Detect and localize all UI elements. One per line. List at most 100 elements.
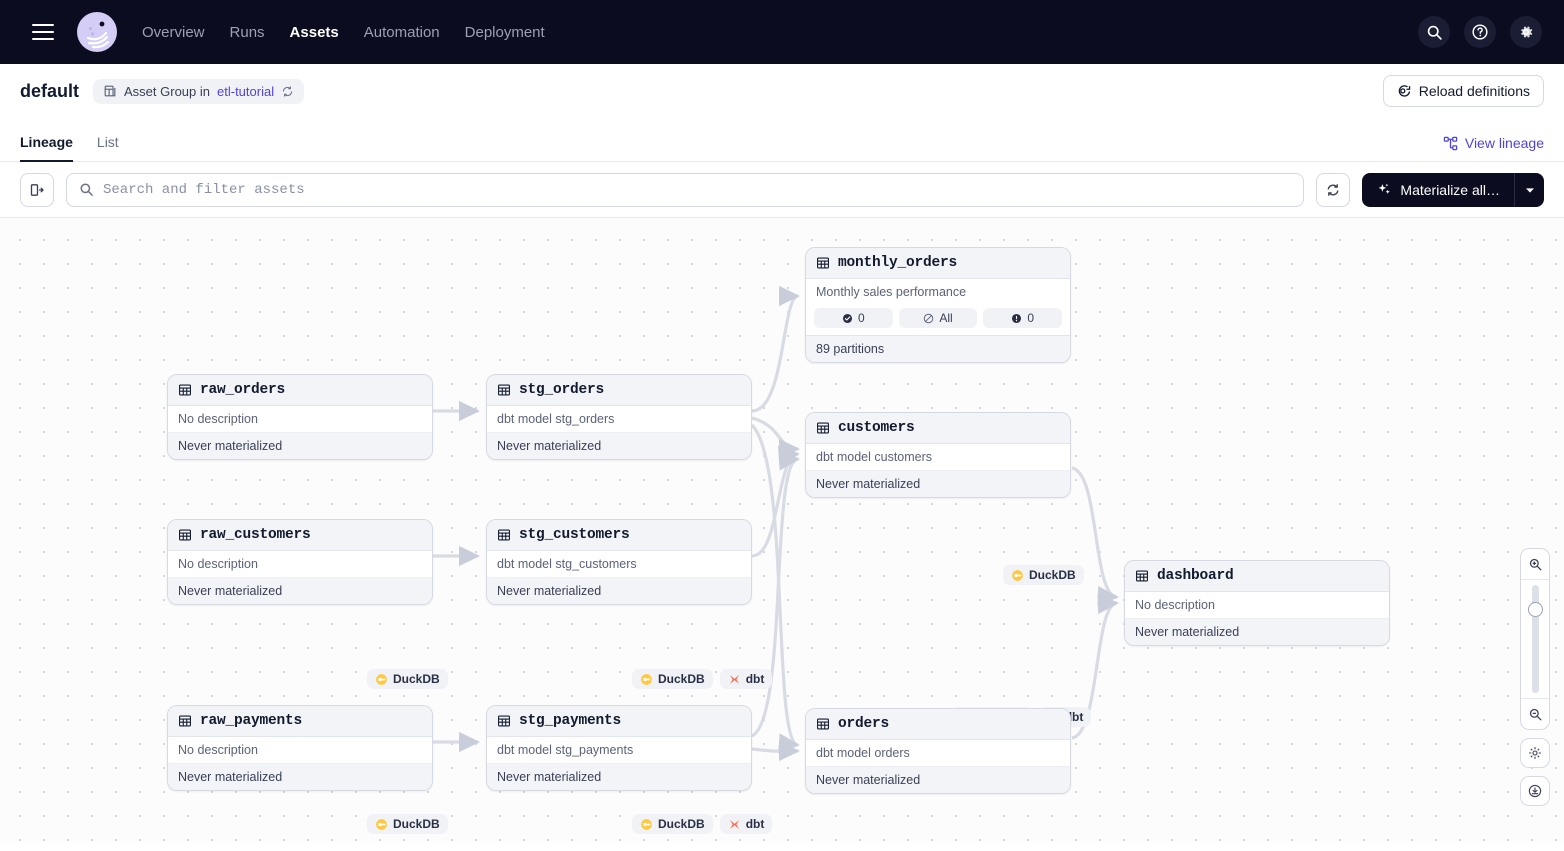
search-input[interactable] — [103, 181, 1292, 198]
refresh-graph-button[interactable] — [1316, 172, 1351, 207]
asset-node-status: Never materialized — [487, 578, 751, 604]
asset-node-stg_orders[interactable]: stg_orders dbt model stg_orders Never ma… — [486, 374, 752, 460]
asset-node-raw_payments[interactable]: raw_payments No description Never materi… — [167, 705, 433, 791]
asset-group-chip-link[interactable]: etl-tutorial — [217, 83, 275, 99]
asset-node-status: Never materialized — [1125, 619, 1389, 645]
slash-circle-icon — [924, 313, 934, 323]
zoom-slider-stack — [1520, 548, 1550, 730]
zoom-in-icon[interactable] — [1521, 549, 1549, 579]
table-icon — [1136, 570, 1148, 582]
asset-badges-stg_customers: DuckDB dbt — [632, 814, 773, 834]
asset-node-status: Never materialized — [168, 433, 432, 459]
table-icon — [179, 715, 191, 727]
search-icon[interactable] — [1418, 16, 1450, 48]
help-icon[interactable] — [1464, 16, 1496, 48]
badge-dbt[interactable]: dbt — [719, 814, 773, 834]
asset-node-title: customers — [838, 420, 915, 436]
dagster-logo[interactable] — [76, 11, 118, 53]
partition-chip-materialized[interactable]: 0 — [814, 308, 893, 328]
dbt-icon — [729, 819, 739, 829]
asset-node-description: Monthly sales performance — [806, 279, 1070, 305]
asset-node-raw_customers[interactable]: raw_customers No description Never mater… — [167, 519, 433, 605]
badge-duckdb[interactable]: DuckDB — [632, 669, 713, 689]
asset-group-chip[interactable]: Asset Group in etl-tutorial — [93, 78, 305, 104]
settings-gear-icon[interactable] — [1510, 16, 1542, 48]
asset-node-title: raw_orders — [200, 382, 286, 398]
partition-chip-missing[interactable]: All — [898, 308, 978, 328]
asset-node-dashboard[interactable]: dashboard No description Never materiali… — [1124, 560, 1390, 646]
nav-link-overview[interactable]: Overview — [142, 23, 205, 41]
badge-label: DuckDB — [1029, 568, 1076, 582]
badge-label: DuckDB — [393, 672, 440, 686]
asset-group-chip-prefix: Asset Group in — [124, 83, 211, 99]
hamburger-menu-icon[interactable] — [32, 24, 54, 40]
graph-settings-icon[interactable] — [1520, 738, 1550, 768]
asset-node-header: monthly_orders — [806, 248, 1070, 279]
page-title: default — [20, 80, 80, 101]
asset-node-description: dbt model stg_orders — [487, 406, 751, 433]
zoom-out-icon[interactable] — [1521, 699, 1549, 729]
asset-node-description: dbt model customers — [806, 444, 1070, 471]
edge-stg_payments-customers — [751, 450, 800, 738]
tab-list[interactable]: List — [96, 134, 119, 150]
table-icon — [179, 529, 191, 541]
asset-node-raw_orders[interactable]: raw_orders No description Never material… — [167, 374, 433, 460]
badge-label: DuckDB — [658, 817, 705, 831]
asset-node-partitions: 89 partitions — [806, 335, 1070, 362]
partition-chip-failed[interactable]: 0 — [983, 308, 1063, 328]
reload-definitions-button[interactable]: Reload definitions — [1382, 75, 1544, 107]
asset-node-customers[interactable]: customers dbt model customers Never mate… — [805, 412, 1071, 498]
badge-label: dbt — [745, 672, 765, 686]
chevron-down-icon[interactable] — [1514, 172, 1544, 207]
zoom-controls — [1520, 548, 1550, 806]
asset-node-description: No description — [168, 737, 432, 764]
edge-orders-dashboard — [1071, 593, 1119, 740]
dbt-icon — [729, 674, 739, 684]
nav-link-deployment[interactable]: Deployment — [464, 23, 545, 41]
badge-duckdb[interactable]: DuckDB — [1003, 565, 1084, 585]
nav-link-assets[interactable]: Assets — [289, 23, 339, 41]
badge-dbt[interactable]: dbt — [719, 669, 773, 689]
edge-stg_orders-orders — [750, 423, 800, 754]
badge-duckdb[interactable]: DuckDB — [367, 669, 448, 689]
tabs-bar: Lineage List View lineage — [0, 118, 1564, 162]
asset-node-title: orders — [838, 716, 890, 732]
reload-definitions-label: Reload definitions — [1418, 83, 1530, 99]
edge-stg_payments-orders — [751, 740, 800, 762]
asset-node-orders[interactable]: orders dbt model orders Never materializ… — [805, 708, 1071, 794]
table-icon — [817, 718, 829, 730]
asset-node-stg_payments[interactable]: stg_payments dbt model stg_payments Neve… — [486, 705, 752, 791]
duckdb-icon — [641, 818, 652, 830]
asset-badges-stg_orders: DuckDB dbt — [632, 669, 773, 689]
sparkle-icon — [1379, 183, 1391, 194]
asset-node-description: No description — [1125, 592, 1389, 619]
asset-node-description: No description — [168, 406, 432, 433]
search-filter-box[interactable] — [66, 172, 1305, 207]
badge-duckdb[interactable]: DuckDB — [632, 814, 713, 834]
zoom-slider-knob[interactable] — [1527, 602, 1543, 617]
lineage-graph-canvas[interactable]: raw_orders No description Never material… — [0, 218, 1564, 841]
nav-link-runs[interactable]: Runs — [229, 23, 265, 41]
asset-node-header: raw_orders — [168, 375, 432, 406]
panel-toggle-icon[interactable] — [20, 172, 54, 207]
badge-duckdb[interactable]: DuckDB — [367, 814, 448, 834]
edge-stg_orders-monthly_orders — [751, 285, 800, 413]
check-circle-icon — [842, 313, 853, 323]
zoom-slider[interactable] — [1521, 579, 1549, 699]
asset-badges-raw_customers: DuckDB — [367, 814, 448, 834]
center-focus-icon[interactable] — [1520, 776, 1550, 806]
materialize-all-button[interactable]: Materialize all… — [1362, 172, 1544, 207]
table-icon — [498, 715, 510, 727]
asset-node-stg_customers[interactable]: stg_customers dbt model stg_customers Ne… — [486, 519, 752, 605]
asset-node-monthly_orders[interactable]: monthly_orders Monthly sales performance… — [805, 247, 1071, 363]
tab-lineage[interactable]: Lineage — [20, 134, 73, 162]
view-lineage-button[interactable]: View lineage — [1443, 135, 1544, 151]
refresh-icon[interactable] — [281, 85, 294, 98]
view-lineage-label: View lineage — [1464, 135, 1544, 151]
asset-node-header: raw_payments — [168, 706, 432, 737]
nav-link-automation[interactable]: Automation — [363, 23, 440, 41]
badge-label: dbt — [745, 817, 765, 831]
table-icon — [179, 384, 191, 396]
partition-chip-label: 0 — [1027, 311, 1035, 325]
asset-group-icon — [104, 85, 116, 97]
